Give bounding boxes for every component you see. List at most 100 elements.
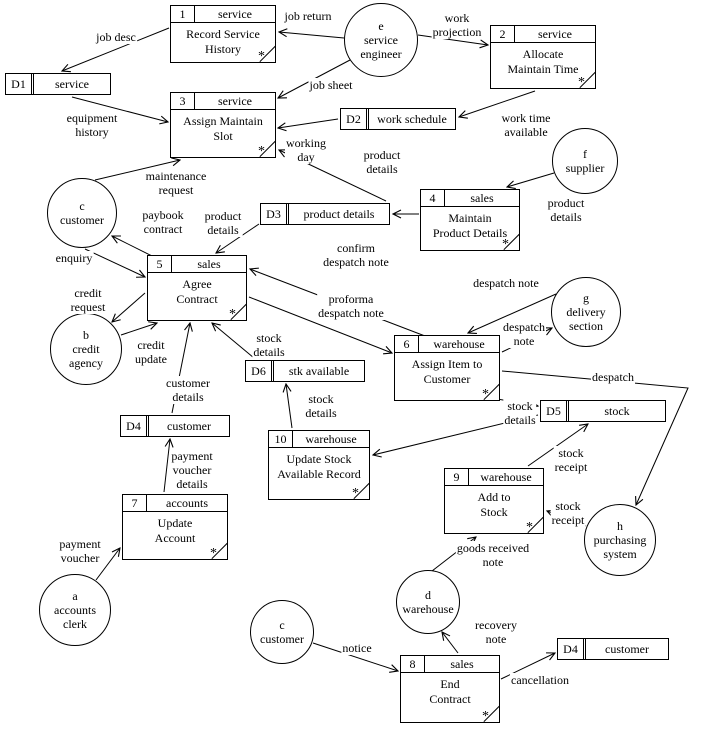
process-name-line: Maintain: [448, 211, 492, 225]
entity-id: h: [617, 518, 623, 533]
flow-label-line: request: [70, 300, 106, 314]
flow-label-line: contract: [143, 222, 183, 236]
process-corner-mark: *: [497, 228, 519, 250]
flow-arrow-stock-details-to-agree: [212, 323, 255, 359]
datastore-double-line: [147, 416, 149, 436]
datastore-double-line: [567, 401, 569, 421]
flow-arrow-job-return: [279, 32, 345, 39]
corner-asterisk: *: [229, 307, 236, 321]
flow-label-line: despatch note: [323, 255, 389, 269]
datastore-name: customer: [167, 419, 211, 433]
corner-asterisk: *: [578, 75, 585, 89]
flow-label-line: customer: [166, 376, 210, 390]
datastore-id: D5: [541, 401, 567, 421]
flow-label-line: request: [158, 183, 194, 197]
flow-arrow-recovery-note: [442, 632, 459, 654]
process-name-line: Maintain Time: [507, 62, 579, 76]
flow-label-line: available: [504, 125, 548, 139]
datastore-id: D3: [261, 204, 287, 224]
flow-label-line: paybook: [142, 208, 184, 222]
flow-label-line: proforma: [328, 292, 374, 306]
process-name-line: Update Stock: [286, 452, 352, 466]
entity-name-line: supplier: [565, 160, 605, 175]
flow-label-notice: notice: [341, 641, 373, 655]
flow-arrow-stock-receipt-to-store: [527, 424, 588, 467]
flow-arrow-enquiry: [84, 248, 145, 277]
flow-label-line: goods received: [456, 541, 530, 555]
process-category: service: [218, 94, 252, 108]
process-corner-mark: *: [477, 700, 499, 722]
process-corner-mark: *: [253, 135, 275, 157]
flow-label-line: stock: [507, 399, 533, 413]
flow-label-line: maintenance: [145, 169, 207, 183]
flow-arrow-work-time-available: [459, 90, 536, 117]
entity-name-line: service: [364, 32, 398, 47]
process-name-line: Assign Item to: [411, 357, 483, 371]
entity-id: c: [79, 198, 85, 213]
process-id: 4: [421, 190, 445, 206]
entity-name-line: accounts: [54, 602, 96, 617]
datastore-id: D4: [121, 416, 147, 436]
process-corner-mark: *: [573, 66, 595, 88]
flow-label-line: details: [172, 390, 204, 404]
process-category: service: [538, 27, 572, 41]
process-id: 7: [123, 495, 147, 511]
flow-label-enquiry: enquiry: [54, 251, 94, 265]
datastore-id: D6: [246, 361, 272, 381]
entity-name-line: system: [603, 546, 637, 561]
flow-arrow-credit-request: [112, 292, 146, 322]
process-category: sales: [197, 257, 221, 271]
flow-label-line: history: [75, 125, 109, 139]
flow-arrow-working-day: [278, 118, 339, 128]
datastore-id: D1: [6, 74, 32, 94]
datastore-D4-customer[interactable]: D4 customer: [120, 415, 230, 437]
flow-arrow-payment-voucher-details: [163, 439, 170, 493]
